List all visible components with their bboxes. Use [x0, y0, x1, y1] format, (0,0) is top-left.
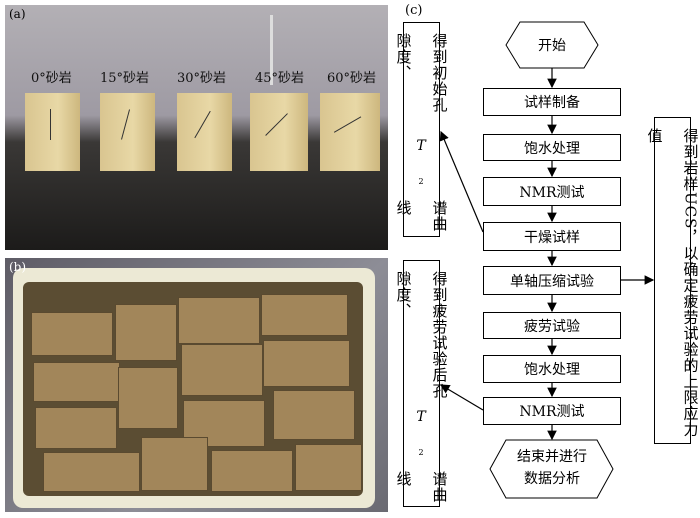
- sample-label: 15°砂岩: [100, 71, 150, 86]
- flow-step-saturation-2: 饱水处理: [483, 355, 621, 383]
- sample-label: 45°砂岩: [255, 71, 305, 86]
- sandstone-block: [177, 93, 232, 171]
- photo-sandstone-samples: (a) 0°砂岩 15°砂岩 30°砂岩 45°砂岩 60°砂岩: [5, 5, 388, 250]
- panel-c-label: (c): [405, 3, 423, 18]
- panel-a-label: (a): [9, 7, 26, 21]
- flow-end: 结束并进行 数据分析: [506, 446, 598, 490]
- flow-step-ucs: 单轴压缩试验: [483, 266, 621, 295]
- tray: [13, 268, 375, 508]
- flow-start: 开始: [538, 38, 566, 54]
- note-text: 得到初始孔隙度、: [394, 33, 449, 113]
- note-tail: 谱曲线: [394, 200, 449, 233]
- note-sub: 2: [418, 448, 425, 458]
- note-text: 得到疲劳试验后孔隙度、: [394, 271, 449, 399]
- end-hexagon: [489, 439, 614, 499]
- flow-step-nmr: NMR测试: [483, 177, 621, 206]
- flow-step-nmr-2: NMR测试: [483, 397, 621, 425]
- flow-step-sample-prep: 试样制备: [483, 88, 621, 116]
- note-t: T: [416, 138, 427, 155]
- sample-label: 0°砂岩: [31, 71, 72, 86]
- flow-end-line2: 数据分析: [524, 471, 580, 487]
- sandstone-block: [250, 93, 308, 171]
- start-hexagon: [505, 21, 599, 69]
- flow-step-saturation: 饱水处理: [483, 134, 621, 161]
- sandstone-block: [100, 93, 155, 171]
- panel-b-label: (b): [9, 260, 27, 274]
- note-tail: 谱曲线: [394, 471, 449, 504]
- note-t: T: [416, 409, 427, 426]
- sandstone-block: [320, 93, 380, 171]
- sample-label: 30°砂岩: [177, 71, 227, 86]
- note-sub: 2: [418, 177, 425, 187]
- sandstone-block: [25, 93, 80, 171]
- note-post-fatigue-porosity: 得到疲劳试验后孔隙度、 T 2 谱曲线: [395, 260, 449, 507]
- note-ucs: 得到岩样UCS，以确定疲劳试验的上限应力值: [646, 117, 700, 444]
- note-initial-porosity: 得到初始孔隙度、 T 2 谱曲线: [395, 22, 449, 237]
- flow-end-line1: 结束并进行: [517, 449, 587, 465]
- flow-step-drying: 干燥试样: [483, 222, 621, 251]
- flow-step-fatigue: 疲劳试验: [483, 312, 621, 339]
- photo-water-saturation: (b): [5, 258, 388, 512]
- sample-label: 60°砂岩: [327, 71, 377, 86]
